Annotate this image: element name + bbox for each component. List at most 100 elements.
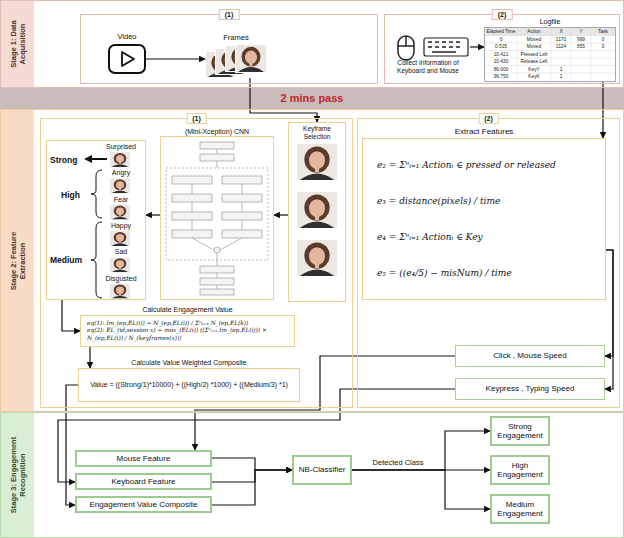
connector	[195, 356, 455, 450]
node-label: Strong Engagement	[496, 422, 544, 441]
connector	[212, 458, 292, 470]
table-cell: 0	[485, 36, 517, 44]
node-label: NB-Classifier	[299, 465, 346, 475]
box-heading: Calculate Value Weighted Composite	[131, 358, 246, 367]
connector	[146, 58, 205, 59]
face-image	[297, 240, 337, 276]
stage-label: Stage 3: Engagement Recognition	[9, 425, 27, 525]
node-label: Medium	[50, 255, 82, 265]
panel-number: (1)	[186, 113, 207, 124]
table-cell: 96.750	[485, 73, 517, 81]
module-frame	[166, 168, 268, 260]
node-label: Angry	[101, 169, 141, 177]
stage-band: Stage 3: Engagement Recognition Mouse Fea…	[0, 412, 624, 538]
table-header	[485, 28, 615, 36]
keyboard-body	[424, 38, 468, 56]
connector	[274, 214, 288, 215]
face-image	[110, 205, 130, 220]
panel-number: (1)	[219, 9, 240, 20]
classifier-box: NB-Classifier	[292, 455, 352, 485]
sum-node	[214, 247, 220, 253]
feature-input: Mouse Feature	[75, 450, 212, 467]
panel-number: (2)	[478, 113, 499, 124]
box-heading: Video	[117, 32, 136, 41]
class-box: Medium Engagement	[490, 494, 550, 524]
mouse-line	[405, 36, 407, 46]
table-cell: Y	[571, 28, 591, 36]
connector	[602, 82, 603, 138]
table-cell: Elapsed Time	[485, 28, 517, 36]
face-image	[110, 231, 130, 246]
formula-box: Calculate Value Weighted CompositeValue …	[78, 368, 300, 402]
panel: (2)Extract Featurese₂ = Σⁿᵢ₌₁ Actionᵢ ∈ …	[357, 118, 620, 408]
node-label: Happy	[101, 222, 141, 230]
node-label: Engagement Value Composite	[90, 500, 198, 510]
table-cell: Task	[591, 28, 615, 36]
node-label: e₃ = distance(pixels) / time	[377, 196, 500, 207]
process-box: Keypress , Typing Speed	[455, 378, 605, 400]
layer-box	[200, 289, 234, 295]
node-label: e₂ = Σⁿᵢ₌₁ Actionᵢ ∈ pressed or released	[377, 160, 556, 171]
keyboard-icon	[424, 38, 468, 56]
table-cell: Moved	[517, 43, 551, 51]
layer-box	[200, 266, 234, 273]
layer-box	[200, 278, 234, 285]
face-image	[110, 257, 130, 272]
table-cell: 0	[591, 43, 615, 51]
frames-group: Frames	[205, 44, 267, 78]
connector	[470, 46, 484, 47]
connector	[89, 347, 90, 368]
connector	[605, 250, 613, 356]
node-label: High Engagement	[496, 461, 544, 480]
node-label: Click , Mouse Speed	[493, 351, 566, 361]
node-label: eq(1): Im_(ep,EL(i)) = N_(ep,EL(i)) / Σⁿ…	[87, 320, 248, 327]
node-label: Strong	[50, 155, 77, 165]
class-box: High Engagement	[490, 455, 550, 485]
table-cell: Pressed Left	[517, 51, 551, 59]
time-band	[0, 88, 624, 109]
face-image	[297, 192, 337, 228]
node-label: 2 mins pass	[281, 92, 344, 105]
face-image	[297, 144, 337, 180]
face-image	[110, 178, 130, 193]
table-cell: 10.430	[485, 58, 517, 66]
layer-box	[172, 212, 212, 220]
table-cell: Action	[517, 28, 551, 36]
equation-box: Calculate Engagement Valueeq(1): Im_(ep,…	[80, 315, 295, 347]
emotion-box: StrongHighMediumSurprisedAngryFearHappyS…	[46, 140, 146, 300]
stage-strip	[0, 412, 34, 538]
layer-box	[200, 142, 234, 149]
cnn-architecture	[166, 142, 268, 295]
stage-strip	[0, 0, 34, 88]
table-body	[485, 28, 615, 81]
table-cell: KeyK	[517, 73, 551, 81]
panel-number: (2)	[492, 9, 513, 20]
node-label: Disgusted	[101, 275, 141, 283]
table-grid	[485, 28, 615, 81]
table-cell: X	[551, 28, 571, 36]
mouse-line	[398, 45, 414, 47]
table-cell: 10.421	[485, 51, 517, 59]
layer-box	[222, 194, 262, 202]
connector	[352, 431, 490, 470]
table-cell: 1	[551, 73, 571, 81]
node-label: Medium Engagement	[496, 500, 544, 519]
connector	[58, 389, 455, 482]
table-cell: 1170	[551, 36, 571, 44]
mouse-icon	[398, 36, 414, 60]
table-cell: 1	[551, 66, 571, 74]
table-cell: 86.000	[485, 66, 517, 74]
node-label: Collect Information of Keyboard and Mous…	[386, 59, 470, 74]
feature-input: Engagement Value Composite	[75, 496, 212, 513]
panel: (1)VideoFrames	[80, 14, 378, 84]
node-label: Mouse Feature	[117, 454, 171, 464]
layer-links	[192, 149, 242, 289]
table-cell: 0	[591, 36, 615, 44]
layer-box	[222, 176, 262, 184]
node-label: Keypress , Typing Speed	[486, 384, 575, 394]
connector	[146, 214, 160, 215]
process-box: Click , Mouse Speed	[455, 345, 605, 367]
curly-brace	[91, 170, 102, 218]
